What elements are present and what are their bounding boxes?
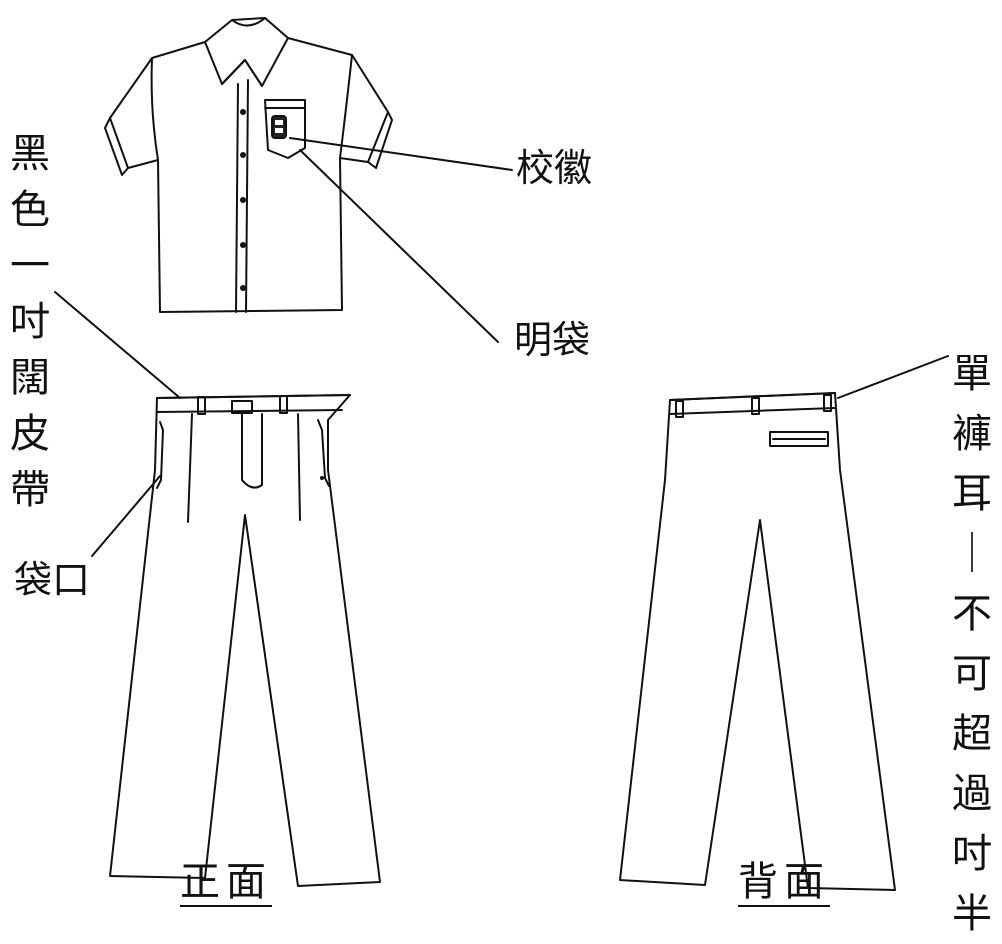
back-belt-loop — [752, 398, 759, 414]
vertical-label-char: 黑 — [10, 131, 50, 177]
vertical-label-char: 吋 — [952, 831, 992, 877]
shirt-collar-band — [222, 18, 265, 86]
front-side-pocket-left — [157, 422, 163, 488]
belt-label: 黑色一吋闊皮帶 — [4, 126, 56, 518]
front-pocket-mark — [321, 477, 323, 479]
side-pocket-leader-line — [92, 476, 160, 556]
vertical-label-char: 超 — [952, 711, 992, 757]
shirt-pocket — [265, 100, 305, 158]
back-trousers-drawing — [620, 393, 895, 890]
vertical-label-char: ｜ — [952, 531, 992, 577]
shirt-right-sleeve — [340, 55, 392, 168]
shirt-collar — [205, 18, 288, 86]
shirt-button — [240, 242, 246, 248]
shirt-body — [110, 38, 388, 312]
emblem-leader-line — [290, 138, 512, 170]
front-waistband — [157, 395, 350, 412]
front-side-pocket-right — [318, 420, 329, 486]
front-belt-loop — [280, 396, 287, 413]
back-caption: 背面 — [738, 859, 830, 905]
vertical-label-char: 帶 — [10, 467, 50, 513]
belt-loop-leader-line — [838, 356, 948, 398]
belt-loop-label: 單褲耳 — [946, 344, 998, 524]
back-belt-loop — [676, 401, 683, 417]
vertical-label-char: 過 — [952, 771, 992, 817]
shirt-button — [240, 285, 246, 291]
belt-loop-rule-label: ｜ 不可超過吋半 — [946, 524, 998, 944]
shirt-left-sleeve — [105, 58, 158, 175]
shirt-placket — [246, 80, 248, 312]
side-pocket-label: 袋口 — [14, 558, 91, 602]
vertical-label-char: 闊 — [10, 355, 50, 401]
front-trousers-outline — [110, 395, 380, 886]
shirt-placket-edge — [236, 84, 238, 312]
vertical-label-char: 一 — [10, 243, 50, 289]
front-belt-loop — [198, 397, 205, 414]
uniform-diagram — [0, 0, 1002, 918]
front-caption: 正面 — [180, 859, 272, 905]
emblem-label: 校徽 — [516, 146, 593, 190]
belt-leader-line — [55, 292, 180, 398]
vertical-label-char: 皮 — [10, 411, 50, 457]
front-pleat — [298, 414, 300, 520]
vertical-label-char: 耳 — [952, 471, 992, 517]
vertical-label-char: 半 — [952, 891, 992, 937]
front-fly — [242, 414, 262, 488]
back-pocket — [770, 432, 828, 446]
shirt-button — [240, 152, 246, 158]
shirt-drawing — [105, 18, 392, 312]
vertical-label-char: 可 — [952, 651, 992, 697]
vertical-label-char: 不 — [952, 591, 992, 637]
pocket-label: 明袋 — [514, 318, 591, 362]
vertical-label-char: 褲 — [952, 411, 992, 457]
vertical-label-char: 單 — [952, 351, 992, 397]
pocket-leader-line — [300, 150, 498, 342]
school-emblem-icon — [272, 116, 286, 138]
back-trousers-outline — [620, 393, 895, 890]
front-trousers-drawing — [110, 395, 380, 886]
shirt-button — [240, 197, 246, 203]
back-belt-loop — [824, 395, 831, 411]
vertical-label-char: 色 — [10, 187, 50, 233]
front-pleat — [188, 414, 192, 522]
shirt-buttons — [240, 109, 246, 291]
vertical-label-char: 吋 — [10, 299, 50, 345]
shirt-button — [240, 109, 246, 115]
